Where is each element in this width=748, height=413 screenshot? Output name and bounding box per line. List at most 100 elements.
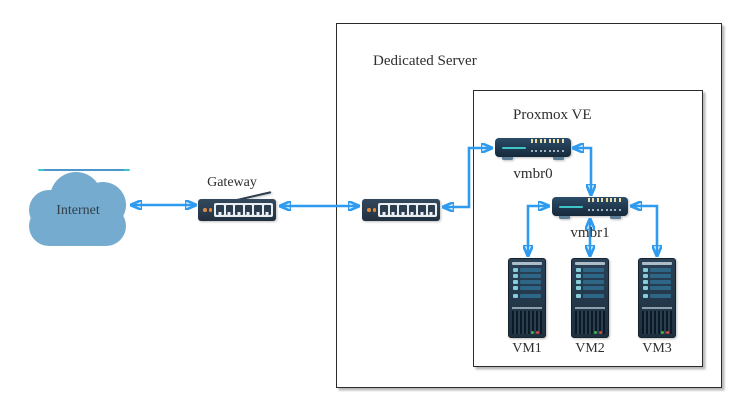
dot (592, 209, 595, 211)
bay (643, 280, 671, 284)
tick (548, 139, 551, 143)
drive-bays (643, 268, 671, 300)
vm3-label: VM3 (642, 341, 672, 356)
vmbr0-bridge-icon (495, 138, 571, 162)
tick (531, 139, 533, 143)
power-led-green (594, 330, 597, 334)
ethernet-port (427, 205, 435, 215)
ethernet-port (389, 205, 397, 215)
dot (531, 150, 533, 152)
tick (539, 139, 542, 143)
bay-bar (583, 294, 604, 298)
bay-bar (583, 280, 604, 284)
vm2-label: VM2 (575, 341, 605, 356)
tower-body (508, 258, 546, 338)
bay-dash (513, 268, 518, 272)
divider (642, 307, 672, 309)
vmbr1-bridge-icon (552, 197, 628, 221)
bay-dash (513, 294, 518, 298)
vm1-label: VM1 (512, 341, 542, 356)
ethernet-port (399, 205, 407, 215)
cloud-top-line (38, 169, 130, 171)
vent-grille (642, 311, 672, 334)
ethernet-port (244, 205, 252, 215)
bay (643, 268, 671, 272)
bottom-strip (574, 329, 606, 335)
dot (557, 150, 560, 152)
tick (535, 139, 538, 143)
bay (576, 274, 604, 278)
status-led-red (599, 330, 602, 334)
bay-bar (650, 286, 671, 290)
proxmox-ve-label: Proxmox VE (513, 107, 592, 123)
dot (561, 150, 564, 152)
led (367, 208, 371, 212)
ethernet-port (235, 205, 243, 215)
bay-dash (513, 286, 518, 290)
bay-dash (643, 280, 648, 284)
port-panel (214, 203, 273, 217)
bay (513, 280, 541, 284)
port-panel (378, 203, 437, 217)
led (372, 208, 376, 212)
bay-dash (643, 294, 648, 298)
switch-body (198, 199, 276, 221)
top-cap (575, 262, 605, 265)
bay-dash (576, 294, 581, 298)
bridge-body (495, 138, 571, 157)
vmbr0-label: vmbr0 (513, 166, 553, 182)
bay-bar (520, 294, 541, 298)
tick (596, 198, 599, 202)
bridge-body (552, 197, 628, 216)
bay-bar (650, 294, 671, 298)
ethernet-port (418, 205, 426, 215)
dot (552, 150, 555, 152)
foot (610, 214, 621, 219)
internet-cloud-icon (28, 167, 130, 247)
top-cap (512, 262, 542, 265)
bay (643, 286, 671, 290)
bay-bar (650, 280, 671, 284)
top-cap (642, 262, 672, 265)
led (208, 208, 212, 212)
bay-bar (650, 274, 671, 278)
dot (605, 209, 608, 211)
led (203, 208, 207, 212)
tick (557, 139, 560, 143)
bay-bar (520, 280, 541, 284)
gateway-label: Gateway (207, 175, 257, 190)
vm1-server-icon (508, 258, 546, 338)
tick (588, 198, 590, 202)
ethernet-port (225, 205, 233, 215)
bay-dash (513, 274, 518, 278)
power-led-green (661, 330, 664, 334)
tick (592, 198, 595, 202)
port-ticks (531, 139, 564, 143)
bottom-strip (641, 329, 673, 335)
port-ticks (588, 198, 621, 202)
dot (535, 150, 538, 152)
bay (576, 286, 604, 290)
drive-bays (576, 268, 604, 300)
tower-body (571, 258, 609, 338)
power-led-green (531, 330, 534, 334)
dot (601, 209, 604, 211)
bay-dash (643, 268, 648, 272)
divider (575, 307, 605, 309)
ethernet-port (380, 205, 388, 215)
dot (588, 209, 590, 211)
dot (614, 209, 617, 211)
tick (552, 139, 555, 143)
bay-dash (576, 268, 581, 272)
ethernet-port (263, 205, 271, 215)
foot (559, 214, 570, 219)
bay (513, 286, 541, 290)
dot (618, 209, 621, 211)
bay (576, 268, 604, 272)
dot (596, 209, 599, 211)
tick (561, 139, 564, 143)
drive-bays (513, 268, 541, 300)
foot (553, 155, 564, 160)
bay (643, 294, 671, 298)
bay-bar (583, 268, 604, 272)
